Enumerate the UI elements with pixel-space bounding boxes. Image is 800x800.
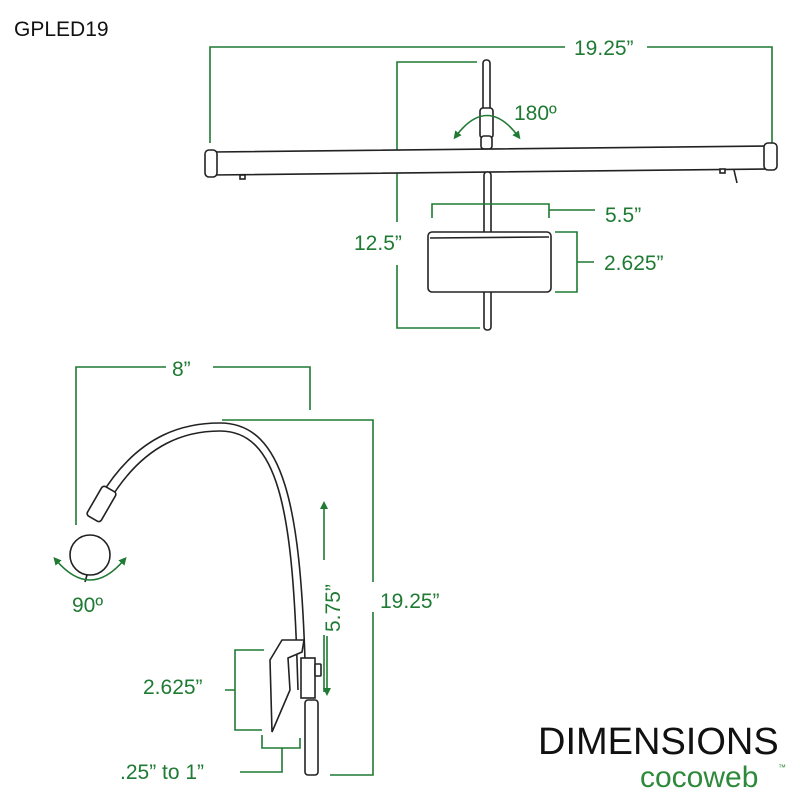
clamp-knob bbox=[314, 663, 322, 677]
head-connector bbox=[86, 485, 117, 523]
clamp-handle bbox=[304, 699, 319, 776]
top-view: 19.25” 12.5” 180º 5.5” 2.625” bbox=[204, 37, 778, 331]
switch-icon bbox=[733, 169, 738, 184]
adjust-label: 5.75” bbox=[322, 584, 345, 632]
shade-width-label: 5.5” bbox=[605, 204, 641, 227]
clamp-body bbox=[300, 657, 316, 699]
width-label: 19.25” bbox=[574, 37, 634, 60]
rotation-label: 180º bbox=[514, 102, 557, 125]
reach-label: 8” bbox=[172, 358, 191, 381]
shade-width-dimension bbox=[431, 203, 595, 218]
right-end-cap bbox=[763, 142, 778, 171]
dimensions-title: DIMENSIONS bbox=[538, 721, 779, 763]
light-bar bbox=[211, 145, 769, 176]
side-view: 8” 19.25” 90º 5.75” 2.625” .25” to 1” bbox=[53, 358, 440, 784]
lamp-head bbox=[69, 534, 111, 576]
mount-foot bbox=[719, 168, 726, 174]
swivel-joint bbox=[479, 107, 494, 139]
height-label: 12.5” bbox=[354, 232, 402, 255]
gooseneck-arm bbox=[99, 422, 307, 691]
trademark: ™ bbox=[778, 763, 786, 772]
brand-logo: cocoweb bbox=[640, 761, 758, 794]
clamp-range-label: .25” to 1” bbox=[120, 761, 204, 784]
rotation-arrow-icon bbox=[53, 556, 127, 581]
reach-dimension-line bbox=[75, 366, 311, 525]
mount-foot bbox=[239, 174, 246, 180]
height-label: 19.25” bbox=[380, 590, 440, 613]
clamp-height-label: 2.625” bbox=[143, 676, 203, 699]
rotation-label: 90º bbox=[72, 594, 103, 617]
width-dimension-line bbox=[209, 46, 773, 143]
shade-box bbox=[427, 231, 552, 293]
height-dimension-line bbox=[222, 419, 374, 776]
shade-height-dimension bbox=[555, 231, 594, 293]
left-end-cap bbox=[204, 149, 218, 178]
model-label: GPLED19 bbox=[14, 18, 109, 41]
swivel-base bbox=[480, 135, 493, 150]
clamp-height-dimension bbox=[225, 649, 264, 731]
shade-height-label: 2.625” bbox=[604, 252, 664, 275]
rotation-arrow-icon bbox=[453, 114, 521, 140]
clamp-range-dimension bbox=[240, 735, 301, 773]
clamp-jaw bbox=[269, 639, 305, 733]
